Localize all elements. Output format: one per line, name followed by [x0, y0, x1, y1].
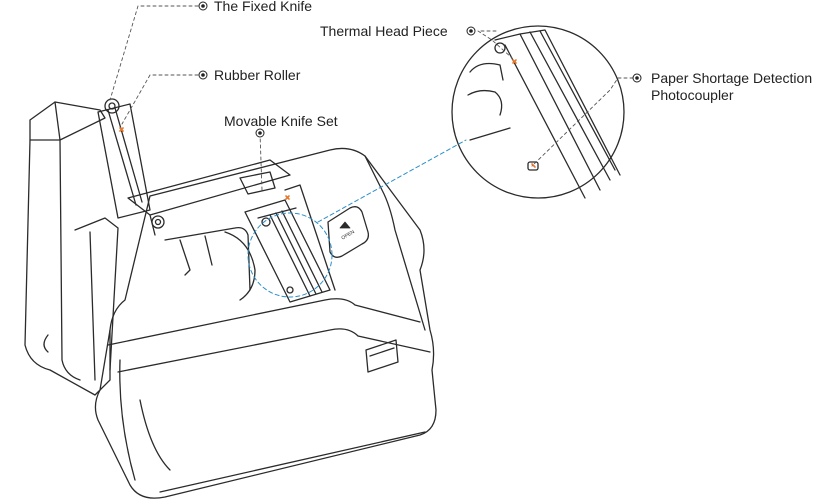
target-dot-icon	[198, 70, 208, 80]
open-button-plate	[327, 206, 370, 258]
label-movable-knife-set: Movable Knife Set	[224, 113, 338, 129]
paper-bin	[164, 171, 276, 301]
label-paper-shortage-line2: Photocoupler	[651, 87, 734, 103]
target-dot-icon	[466, 26, 476, 36]
label-rubber-roller: Rubber Roller	[214, 67, 301, 83]
open-button-text: OPEN	[341, 229, 357, 241]
leader-lines	[109, 5, 634, 191]
printer-body	[94, 147, 437, 499]
label-thermal-head-piece: Thermal Head Piece	[320, 23, 448, 39]
accent-markers	[119, 59, 536, 200]
open-lid	[24, 101, 119, 396]
label-paper-shortage: Paper Shortage Detection Photocoupler	[651, 70, 831, 104]
roller-assembly	[97, 98, 291, 236]
open-arrow-icon	[339, 221, 351, 229]
callout-lines	[247, 139, 467, 298]
target-dot-icon	[632, 73, 642, 83]
label-fixed-knife: The Fixed Knife	[214, 0, 313, 14]
front-slot	[365, 339, 399, 373]
knife-mechanism	[244, 184, 336, 303]
label-paper-shortage-line1: Paper Shortage Detection	[651, 70, 813, 86]
zoom-detail	[451, 25, 625, 199]
target-dot-icon	[198, 1, 208, 11]
target-dot-icon	[255, 128, 265, 138]
